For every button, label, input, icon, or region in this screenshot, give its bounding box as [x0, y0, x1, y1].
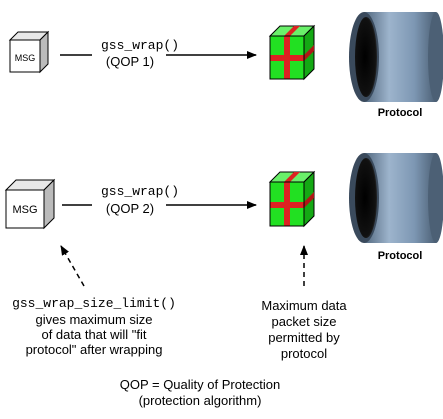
wrap-function-label-1: gss_wrap() — [100, 38, 179, 53]
protocol-cylinder-2 — [349, 153, 443, 243]
packet-size-note-line-3: permitted by — [268, 330, 340, 345]
packet-size-note-line-2: packet size — [271, 314, 337, 329]
packet-size-note-line-1: Maximum data — [261, 298, 347, 313]
protocol-label-1: Protocol — [377, 107, 423, 119]
size-limit-note-line-2: of data that will "fit — [41, 327, 147, 342]
qop-legend-line-2: (protection algorithm) — [138, 393, 262, 408]
qop-label-2: (QOP 2) — [105, 201, 155, 216]
wrap-function-label-2: gss_wrap() — [100, 184, 179, 199]
size-limit-function-label: gss_wrap_size_limit() — [12, 296, 176, 311]
protocol-cylinder-1 — [349, 12, 443, 102]
qop-legend-line-1: QOP = Quality of Protection — [119, 377, 281, 392]
msg-box-1 — [8, 30, 50, 74]
msg-box-2 — [4, 178, 56, 230]
qop-label-1: (QOP 1) — [105, 54, 155, 69]
wrapped-package-1 — [268, 24, 316, 81]
protocol-label-2: Protocol — [377, 250, 423, 262]
size-limit-note-line-3: protocol" after wrapping — [25, 342, 163, 357]
wrapped-package-2 — [268, 170, 316, 228]
size-limit-pointer-arrow — [60, 245, 85, 287]
msg-label-1: MSG — [15, 53, 36, 63]
packet-size-note-line-4: protocol — [280, 346, 328, 361]
size-limit-note-line-1: gives maximum size — [35, 312, 153, 327]
msg-label-2: MSG — [12, 204, 37, 216]
